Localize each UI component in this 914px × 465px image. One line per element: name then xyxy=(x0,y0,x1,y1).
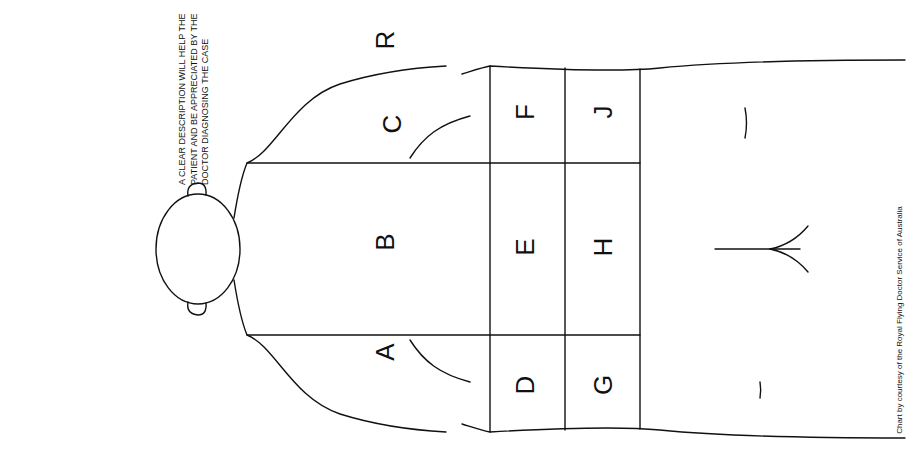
shoulder-outline xyxy=(234,280,446,432)
region-letter: A xyxy=(372,343,398,360)
region-letter: E xyxy=(512,238,538,255)
grid-line xyxy=(247,334,640,335)
credit-caption: Chart by courtesy of the Royal Flying Do… xyxy=(896,206,905,434)
region-letter: F xyxy=(512,104,538,120)
region-letter: G xyxy=(590,375,616,395)
side-marker: R xyxy=(372,31,398,50)
gluteal-cleft xyxy=(715,248,800,249)
arm-crease xyxy=(410,340,470,382)
region-letter: B xyxy=(372,233,398,250)
hip-mark xyxy=(745,108,747,138)
instruction-note: A CLEAR DESCRIPTION WILL HELP THE PATIEN… xyxy=(177,7,212,185)
grid-line xyxy=(639,69,640,429)
hip-mark xyxy=(759,382,761,398)
shoulder-outline xyxy=(234,66,446,218)
gluteal-cleft xyxy=(770,249,808,272)
ear-outline xyxy=(188,302,206,315)
arm-crease xyxy=(410,116,470,158)
head-outline xyxy=(156,194,240,304)
region-letter: J xyxy=(590,106,616,119)
region-letter: H xyxy=(590,238,616,257)
body-outline xyxy=(462,60,905,74)
grid-line xyxy=(564,68,565,430)
grid-line xyxy=(247,162,640,163)
region-letter: D xyxy=(512,376,538,395)
grid-line xyxy=(489,66,490,432)
region-letter: C xyxy=(379,115,405,134)
body-outline xyxy=(462,424,905,438)
gluteal-cleft xyxy=(770,226,808,249)
